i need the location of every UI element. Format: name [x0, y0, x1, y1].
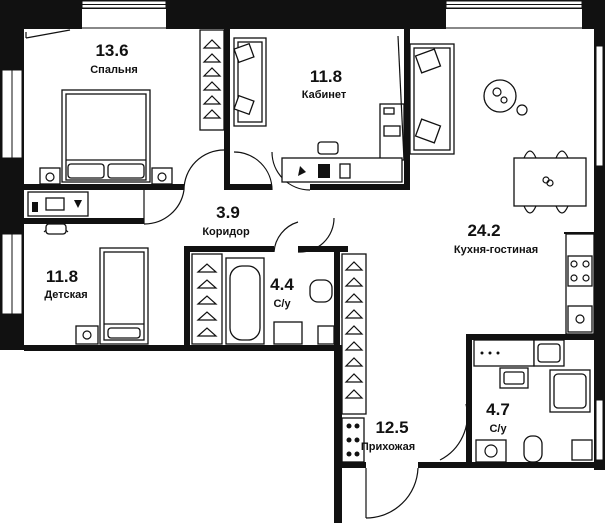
- svg-text:Спальня: Спальня: [90, 64, 138, 76]
- study-furniture: [233, 35, 405, 183]
- svg-text:4.4: 4.4: [270, 275, 294, 294]
- bath1-furniture: [225, 257, 335, 345]
- room-corridor-label: 3.9 Коридор: [202, 203, 250, 238]
- svg-text:Детская: Детская: [44, 289, 87, 301]
- svg-text:13.6: 13.6: [95, 41, 128, 60]
- wardrobe-hall: [341, 253, 367, 463]
- svg-text:11.8: 11.8: [310, 67, 342, 86]
- living-furniture: [409, 43, 595, 367]
- svg-text:Коридор: Коридор: [202, 226, 250, 238]
- kids-furniture: [75, 247, 149, 345]
- room-kids-label: 11.8 Детская: [44, 267, 87, 301]
- svg-text:Прихожая: Прихожая: [361, 441, 415, 453]
- svg-text:24.2: 24.2: [467, 221, 500, 240]
- svg-text:4.7: 4.7: [486, 400, 510, 419]
- room-bath2-label: 4.7 С/у: [486, 400, 510, 435]
- wardrobe-corridor: [191, 253, 223, 345]
- svg-text:Кабинет: Кабинет: [302, 89, 347, 101]
- room-hall-label: 12.5 Прихожая: [361, 418, 415, 453]
- svg-text:С/у: С/у: [489, 423, 507, 435]
- room-study-label: 11.8 Кабинет: [302, 67, 347, 101]
- svg-text:С/у: С/у: [273, 298, 291, 310]
- room-living-label: 24.2 Кухня-гостиная: [454, 221, 538, 256]
- wardrobe-top: [199, 29, 225, 131]
- svg-text:12.5: 12.5: [375, 418, 408, 437]
- room-bedroom-label: 13.6 Спальня: [90, 41, 138, 76]
- bath2-furniture: [475, 367, 593, 463]
- room-bath1-label: 4.4 С/у: [270, 275, 294, 310]
- svg-text:Кухня-гостиная: Кухня-гостиная: [454, 244, 538, 256]
- bedroom-furniture: [27, 89, 173, 235]
- svg-text:3.9: 3.9: [216, 203, 240, 222]
- svg-text:11.8: 11.8: [46, 267, 78, 286]
